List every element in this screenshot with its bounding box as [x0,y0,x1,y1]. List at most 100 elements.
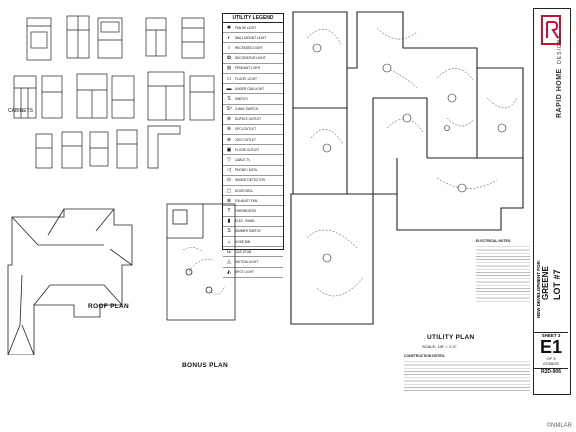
bonus-plan-title: BONUS PLAN [182,362,228,369]
legend-symbol-icon: ⊜ [226,116,232,123]
legend-symbol-icon: S³ [226,106,232,113]
legend-item-label: HOSE BIB [235,239,251,244]
legend-symbol-icon: ⊙ [226,177,232,184]
legend-symbol-icon: S [227,228,231,235]
legend-row: S DIMMER SWITCH [223,227,283,237]
sheet-of: OF 3 [546,356,556,361]
legend-symbol-icon: ◁ [227,167,231,174]
legend-item-label: CABLE TV [235,158,251,163]
plan-code: R2D-906 [534,368,568,375]
legend-row: ✿DECORATIVE LIGHT [223,54,283,64]
bonus-plan-drawing [166,203,236,321]
construction-notes-body [404,358,530,391]
legend-item-label: MOTION LIGHT [235,259,259,264]
legend-row: ◐ WALL MOUNT LIGHT [223,33,283,44]
legend-symbol-icon: G [227,248,231,255]
legend-item-label: SWITCH [235,96,248,101]
legend-row: T THERMOSTAT [223,206,283,217]
legend-symbol-icon: ◬ [227,258,231,265]
legend-item-label: DECORATIVE LIGHT [235,56,266,61]
legend-item-label: GAS STUB [235,249,252,254]
legend-symbol-icon: ◍ [226,65,232,72]
construction-notes-heading: CONSTRUCTION NOTES: [404,354,446,358]
legend-item-label: UNDER CAB LIGHT [235,86,265,91]
legend-item-label: PENDANT LIGHT [235,66,261,71]
legend-item-label: FLOOR OUTLET [235,147,260,152]
company-logo: RAPID HOME DESIGNS [536,10,566,120]
utility-plan-drawing [290,11,524,325]
sheet-number: E1 [539,337,563,357]
company-line1: RAPID HOME [556,68,563,118]
legend-symbol-icon: ▮ [227,218,231,225]
electrical-notes-heading: ELECTRICAL NOTES: [476,239,512,243]
legend-symbol-icon: ◭ [227,269,231,276]
legend-item-label: WALL MOUNT LIGHT [235,35,267,40]
legend-item-label: SMOKE DETECTOR [235,178,265,183]
sheet-label: SHEET 3 [541,333,561,338]
company-line2: DESIGNS [557,34,563,64]
title-block [533,8,571,395]
legend-item-label: DOOR BELL [235,188,254,193]
legend-row: ⊥HOSE BIB [223,237,283,248]
electrical-notes-body [476,243,530,304]
client-name: GREENE [541,266,550,300]
legend-item-label: EXHAUST FAN [235,198,258,203]
legend-title: UTILITY LEGEND [223,14,283,23]
legend-symbol-icon: ▭ [226,75,232,82]
legend-symbol-icon: ✱ [226,24,232,31]
legend-symbol-icon: ▣ [226,146,232,153]
legend-item-label: DIMMER SWITCH [235,229,262,234]
legend-row: ▣FLOOR OUTLET [223,145,283,156]
legend-item-label: SPOT LIGHT [235,270,254,275]
sheet-info: SHEET 3 E1 OF 3 07/08/20 R2D-906 [534,332,568,393]
legend-row: ▭FLUOR. LIGHT [223,74,283,85]
legend-symbol-icon: T [227,207,231,214]
legend-row: ▮ ELEC. PANEL [223,217,283,227]
legend-row: ▢DOOR BELL [223,186,283,197]
legend-symbol-icon: ⊜ [226,126,232,133]
roof-plan-drawing [7,208,133,355]
legend-item-label: RECESSED LIGHT [235,45,263,50]
cabinet-elevations [13,15,215,169]
utility-legend: UTILITY LEGEND ✱FAN W/ LIGHT◐ WALL MOUNT … [222,13,284,278]
legend-item-label: FLUOR. LIGHT [235,76,257,81]
legend-row: ▽ CABLE TV [223,155,283,166]
legend-item-label: 220V OUTLET [235,137,256,142]
company-name: RAPID HOME DESIGNS [548,34,566,118]
legend-symbol-icon: ✿ [226,55,232,62]
legend-symbol-icon: ▬ [226,85,232,92]
legend-item-label: DUPLEX OUTLET [235,117,262,122]
legend-row: ✱FAN W/ LIGHT [223,23,283,34]
legend-row: ○RECESSED LIGHT [223,43,283,54]
legend-item-label: 3-WAY SWITCH [235,107,259,112]
sheet-date: 07/08/20 [543,361,559,366]
legend-symbol-icon: ⊥ [226,238,232,245]
legend-symbol-icon: ◐ [227,34,231,41]
legend-symbol-icon: ⊗ [226,197,232,204]
legend-symbol-icon: ▢ [226,187,232,194]
logo-mark-icon [541,15,561,45]
legend-item-label: GFCI OUTLET [235,127,257,132]
watermark: ©NMLAR [546,423,572,429]
legend-item-label: ELEC. PANEL [235,219,256,224]
legend-row: ⊗EXHAUST FAN [223,196,283,207]
legend-row: ⊜DUPLEX OUTLET [223,115,283,125]
legend-item-label: PHONE / DATA [235,168,258,173]
legend-row: G GAS STUB [223,247,283,258]
electrical-notes: ELECTRICAL NOTES: [476,239,530,304]
legend-item-label: THERMOSTAT [235,208,257,213]
lot-number: LOT #7 [552,269,562,300]
legend-row: ◁ PHONE / DATA [223,166,283,176]
legend-symbol-icon: S [227,95,231,102]
legend-row: S SWITCH [223,94,283,105]
cabinets-label: CABINETS [8,108,34,114]
legend-row: ⊙SMOKE DETECTOR [223,176,283,186]
utility-plan-title: UTILITY PLAN [427,334,475,341]
construction-notes: CONSTRUCTION NOTES: [404,354,530,391]
legend-row: ▬UNDER CAB LIGHT [223,84,283,95]
scale-label: SCALE: 1/8" = 1'-0" [422,344,457,349]
legend-symbol-icon: ▽ [227,157,231,164]
roof-plan-title: ROOF PLAN [88,303,129,310]
legend-row: ◭ SPOT LIGHT [223,268,283,278]
